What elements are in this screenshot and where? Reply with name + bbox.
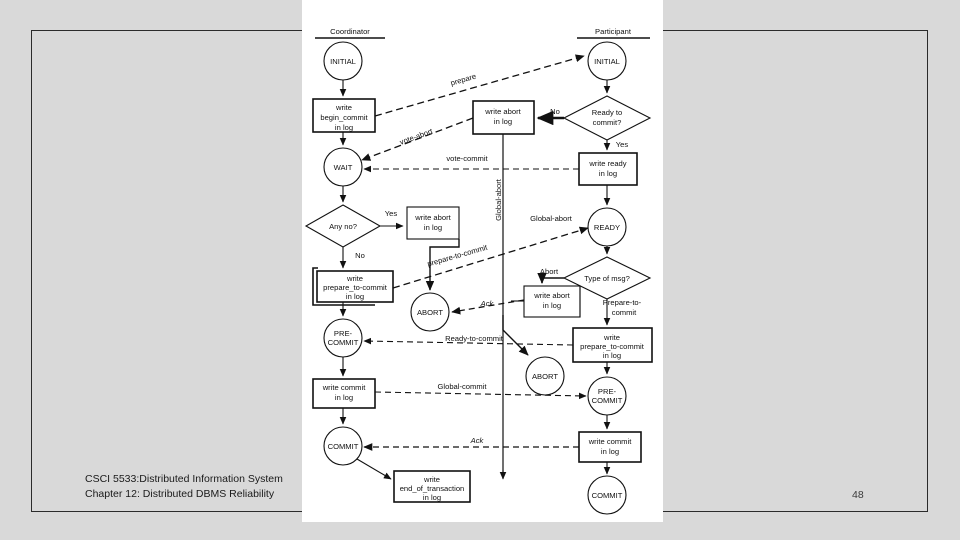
label-any-no-yes: Yes <box>385 209 398 218</box>
label-write-ready-2: in log <box>599 169 617 178</box>
label-coord-initial: INITIAL <box>330 57 356 66</box>
label-part-commit: COMMIT <box>592 491 623 500</box>
msg-arrow-prepare-to-commit <box>392 226 589 289</box>
label-write-prep-coord-1: write <box>346 274 363 283</box>
label-write-prep-part-1: write <box>603 333 620 342</box>
label-write-eot-2: end_of_transaction <box>400 484 465 493</box>
state-coord-commit <box>323 426 363 466</box>
msg-arrow-ready-to-commit <box>363 337 574 346</box>
label-write-ready-1: write ready <box>588 159 626 168</box>
label-coord-wait: WAIT <box>334 163 353 172</box>
label-coord-precommit-1: PRE- <box>334 329 353 338</box>
arrow-writeabort-part-to-abort <box>502 315 529 356</box>
label-write-abort-top-2: in log <box>494 117 512 126</box>
msg-arrow-global-commit <box>374 391 587 400</box>
label-type-abort: Abort <box>540 267 559 276</box>
arrow-writeabort-to-abort <box>425 239 460 291</box>
msg-arrow-vote-abort <box>361 117 474 161</box>
label-ready-to-commit-2: commit? <box>593 118 622 127</box>
action-write-commit-coord <box>312 378 376 409</box>
label-coord-abort: ABORT <box>417 308 443 317</box>
label-coord-precommit-2: COMMIT <box>328 338 359 347</box>
label-write-begin-commit-3: in log <box>335 123 353 132</box>
state-part-commit <box>587 475 627 515</box>
coordinator-heading: Coordinator <box>330 27 370 36</box>
label-write-commit-part-2: in log <box>601 447 619 456</box>
slide-page-number: 48 <box>852 489 864 501</box>
label-type-prepare-2: commit <box>612 308 637 317</box>
label-msg-global-abort-vertical: Global-abort <box>494 178 503 221</box>
label-msg-prepare: prepare <box>449 72 477 88</box>
label-part-initial: INITIAL <box>594 57 620 66</box>
label-msg-vote-abort: vote-abort <box>399 126 435 146</box>
label-msg-ack-commit: Ack <box>470 436 485 445</box>
label-msg-vote-commit: vote-commit <box>446 154 488 163</box>
label-msg-global-abort: Global-abort <box>530 214 573 223</box>
state-coord-abort <box>410 292 450 332</box>
slide-footer: CSCI 5533:Distributed Information System… <box>85 472 283 502</box>
arrow-typeofmsg-abort <box>537 272 564 284</box>
label-type-prepare-1: Prepare-to- <box>603 298 642 307</box>
footer-line-1: CSCI 5533:Distributed Information System <box>85 473 283 485</box>
label-write-abort-part-2: in log <box>543 301 561 310</box>
label-msg-ack-abort: Ack <box>480 299 495 308</box>
label-write-prep-coord-3: in log <box>346 292 364 301</box>
msg-arrow-prepare <box>374 54 585 117</box>
participant-heading: Participant <box>595 27 632 36</box>
label-write-commit-coord-1: write commit <box>322 383 367 392</box>
line-abortbox-bottom <box>524 286 581 318</box>
label-write-eot-3: in log <box>423 493 441 502</box>
label-write-abort-coord-1: write abort <box>414 213 451 222</box>
bracket-prepare-to-commit <box>312 267 375 306</box>
label-write-prep-coord-2: prepare_to-commit <box>323 283 388 292</box>
label-write-eot-1: write <box>423 475 440 484</box>
label-type-of-msg: Type of msg? <box>584 274 630 283</box>
label-write-commit-part-1: write commit <box>588 437 633 446</box>
label-msg-ready-to-commit: Ready-to-commit <box>445 334 504 343</box>
label-part-abort: ABORT <box>532 372 558 381</box>
label-part-precommit-2: COMMIT <box>592 396 623 405</box>
label-write-begin-commit-1: write <box>335 103 352 112</box>
label-coord-commit: COMMIT <box>328 442 359 451</box>
label-write-abort-top-1: write abort <box>484 107 521 116</box>
three-phase-commit-diagram: Coordinator Participant INITIAL WAIT ABO… <box>302 0 663 522</box>
msg-arrow-ack-abort <box>451 299 525 315</box>
label-write-abort-part-1: write abort <box>533 291 570 300</box>
footer-line-2: Chapter 12: Distributed DBMS Reliability <box>85 488 275 500</box>
arrow-commit-to-eot <box>356 458 392 480</box>
label-ready-no: No <box>550 107 560 116</box>
action-write-abort-coord <box>406 206 460 240</box>
label-part-ready: READY <box>594 223 620 232</box>
label-msg-global-commit: Global-commit <box>438 382 488 391</box>
label-write-prep-part-3: in log <box>603 351 621 360</box>
action-write-end-of-transaction <box>393 470 471 503</box>
label-ready-yes: Yes <box>616 140 629 149</box>
action-write-prepare-to-commit-coord <box>316 270 394 303</box>
label-write-prep-part-2: prepare_to-commit <box>580 342 645 351</box>
label-ready-to-commit-1: Ready to <box>592 108 622 117</box>
label-write-begin-commit-2: begin_commit <box>320 113 368 122</box>
label-part-precommit-1: PRE- <box>598 387 617 396</box>
label-write-abort-coord-2: in log <box>424 223 442 232</box>
label-write-commit-coord-2: in log <box>335 393 353 402</box>
label-any-no-no: No <box>355 251 365 260</box>
label-any-no: Any no? <box>329 222 357 231</box>
